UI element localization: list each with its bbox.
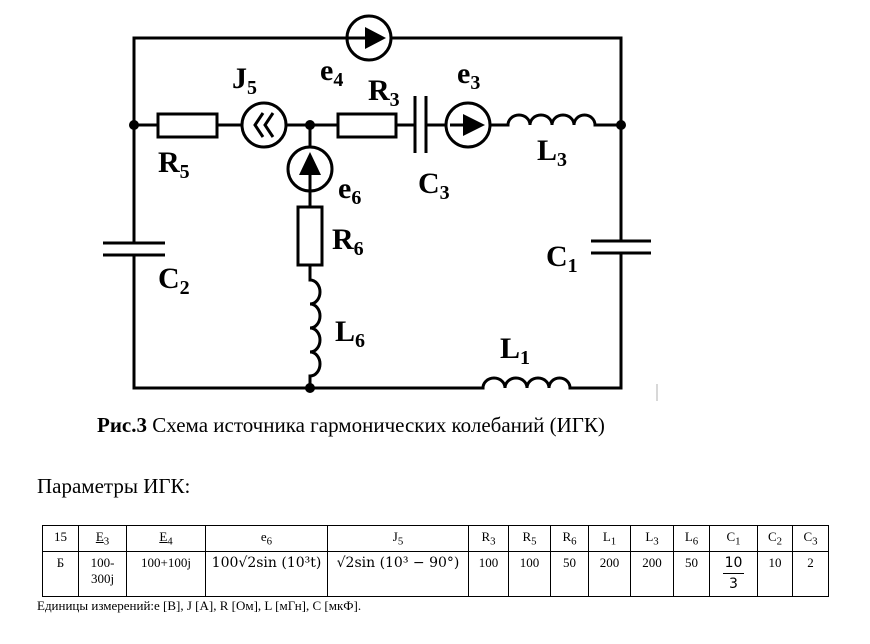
label-e4: e4 <box>320 54 343 91</box>
l1-inductor <box>481 376 572 389</box>
r3-resistor <box>336 112 398 139</box>
label-c2: C2 <box>158 262 190 299</box>
figure-number: Рис.3 <box>97 413 147 437</box>
value-L6: 50 <box>673 551 710 597</box>
header-L1: L1 <box>588 525 631 552</box>
e3-voltage-source-icon <box>444 101 492 149</box>
label-l3: L3 <box>537 134 567 171</box>
label-c3: C3 <box>418 167 450 204</box>
c2-capacitor <box>103 241 165 257</box>
e6-voltage-source-icon <box>286 145 334 193</box>
value-E3: 100-300j <box>78 551 127 597</box>
j5-current-source-icon <box>240 101 288 149</box>
circuit-diagram: e4 J5 R3 e3 R5 e6 C3 L3 R6 C2 C1 L6 L1 <box>103 14 658 401</box>
label-j5: J5 <box>232 62 257 99</box>
e4-voltage-source-icon <box>345 14 393 62</box>
node <box>616 120 626 130</box>
value-R6: 50 <box>550 551 589 597</box>
units-note: Единицы измерений:e [В], J [А], R [Ом], … <box>37 598 362 613</box>
value-R5: 100 <box>508 551 551 597</box>
label-r6: R6 <box>332 223 364 260</box>
table-values-row: Б 100-300j 100+100j 100√2sin (10³t) √2si… <box>42 551 829 597</box>
value-e6: 100√2sin (10³t) <box>205 551 328 597</box>
header-E4: E4 <box>126 525 206 552</box>
value-variant: Б <box>42 551 79 597</box>
value-E4: 100+100j <box>126 551 206 597</box>
value-R3: 100 <box>468 551 509 597</box>
value-L3: 200 <box>630 551 674 597</box>
header-C2: C2 <box>757 525 793 552</box>
node <box>305 383 315 393</box>
header-J5: J5 <box>327 525 469 552</box>
figure-title: Схема источника гармонических колебаний … <box>147 413 605 437</box>
header-L3: L3 <box>630 525 674 552</box>
l6-inductor <box>309 278 322 378</box>
label-c1: C1 <box>546 240 578 277</box>
value-C2: 10 <box>757 551 793 597</box>
node <box>129 120 139 130</box>
params-heading: Параметры ИГК: <box>37 474 191 498</box>
header-C1: C1 <box>709 525 758 552</box>
header-R5: R5 <box>508 525 551 552</box>
value-L1: 200 <box>588 551 631 597</box>
label-r5: R5 <box>158 146 190 183</box>
label-l6: L6 <box>335 315 365 352</box>
r5-resistor <box>156 112 219 139</box>
params-table: 15 E3 E4 e6 J5 R3 R5 R6 L1 L3 L6 C1 C2 C… <box>42 525 829 597</box>
l3-inductor <box>506 113 597 126</box>
figure-caption: Рис.3 Схема источника гармонических коле… <box>97 413 605 438</box>
header-e6: e6 <box>205 525 328 552</box>
node <box>305 120 315 130</box>
value-C3: 2 <box>792 551 829 597</box>
header-C3: C3 <box>792 525 829 552</box>
label-e3: e3 <box>457 57 480 94</box>
table-header-row: 15 E3 E4 e6 J5 R3 R5 R6 L1 L3 L6 C1 C2 C… <box>42 525 829 552</box>
header-E3: E3 <box>78 525 127 552</box>
header-L6: L6 <box>673 525 710 552</box>
value-J5: √2sin (10³ − 90°) <box>327 551 469 597</box>
header-variant: 15 <box>42 525 79 552</box>
header-R6: R6 <box>550 525 589 552</box>
label-l1: L1 <box>500 332 530 369</box>
r6-resistor <box>296 205 324 267</box>
label-e6: e6 <box>338 172 361 209</box>
label-r3: R3 <box>368 74 400 111</box>
c1-capacitor <box>591 239 651 255</box>
header-R3: R3 <box>468 525 509 552</box>
c3-capacitor <box>413 96 428 153</box>
